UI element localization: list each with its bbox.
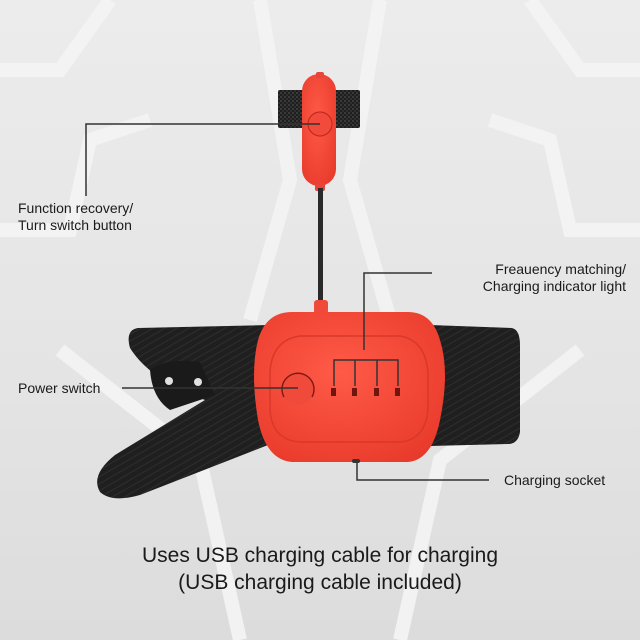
callout-frequency-matching-line2: Charging indicator light [482, 278, 626, 294]
callout-function-recovery: Function recovery/ Turn switch button [18, 200, 133, 234]
callout-function-recovery-line1: Function recovery/ [18, 200, 134, 216]
leader-lines [85, 123, 489, 481]
main-unit [254, 312, 445, 463]
callout-charging-socket: Charging socket [504, 472, 606, 488]
remote-button-unit [302, 72, 336, 191]
callout-function-recovery-line2: Turn switch button [18, 217, 132, 233]
caption-line2: (USB charging cable included) [178, 571, 462, 594]
caption-line1: Uses USB charging cable for charging [141, 544, 498, 567]
wrist-strap [97, 325, 520, 499]
cable [318, 188, 323, 303]
callout-frequency-matching-line1: Freauency matching/ [495, 261, 626, 277]
callout-frequency-matching: Freauency matching/ Charging indicator l… [483, 261, 626, 295]
callout-power-switch: Power switch [18, 380, 101, 396]
